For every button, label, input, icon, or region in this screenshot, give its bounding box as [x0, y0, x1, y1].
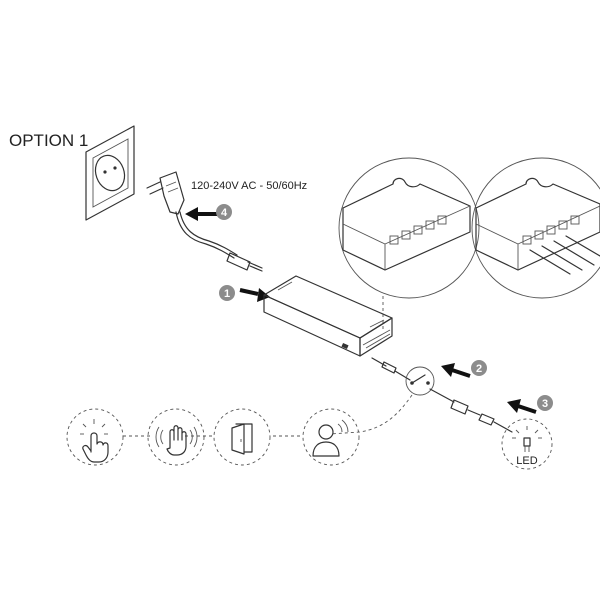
eu-plug-icon	[146, 171, 185, 215]
touch-sensor-icon	[66, 408, 124, 466]
step-2-arrow	[441, 363, 471, 378]
step-badge-1: 1	[219, 285, 235, 301]
step-4-arrow	[185, 207, 218, 221]
wall-socket-icon	[85, 125, 135, 221]
inline-connector	[226, 252, 263, 272]
svg-text:3: 3	[542, 398, 548, 410]
hand-wave-sensor-icon	[147, 408, 205, 466]
power-cable	[175, 211, 235, 259]
led-driver-icon	[263, 275, 393, 357]
step-badge-3: 3	[537, 395, 553, 411]
sensor-connector	[450, 399, 481, 416]
step-3-arrow	[507, 399, 537, 414]
connector-zoom-icon	[338, 157, 480, 330]
option-label: OPTION 1	[9, 131, 88, 150]
step-1-arrow	[239, 288, 270, 302]
sensor-link-line	[120, 394, 413, 437]
svg-text:1: 1	[224, 288, 230, 300]
switch-icon	[405, 366, 435, 396]
svg-text:2: 2	[476, 363, 482, 375]
led-connector	[478, 413, 513, 433]
presence-sensor-icon	[302, 408, 360, 466]
step-badge-2: 2	[471, 360, 487, 376]
connector-zoom-icon-wired	[471, 157, 600, 299]
output-lead	[371, 357, 411, 381]
door-sensor-icon	[213, 408, 271, 466]
svg-text:4: 4	[221, 207, 228, 219]
led-label: LED	[516, 455, 537, 467]
step-badge-4: 4	[216, 204, 232, 220]
power-spec-label: 120-240V AC - 50/60Hz	[191, 180, 307, 192]
led-strip-icon	[501, 418, 553, 470]
